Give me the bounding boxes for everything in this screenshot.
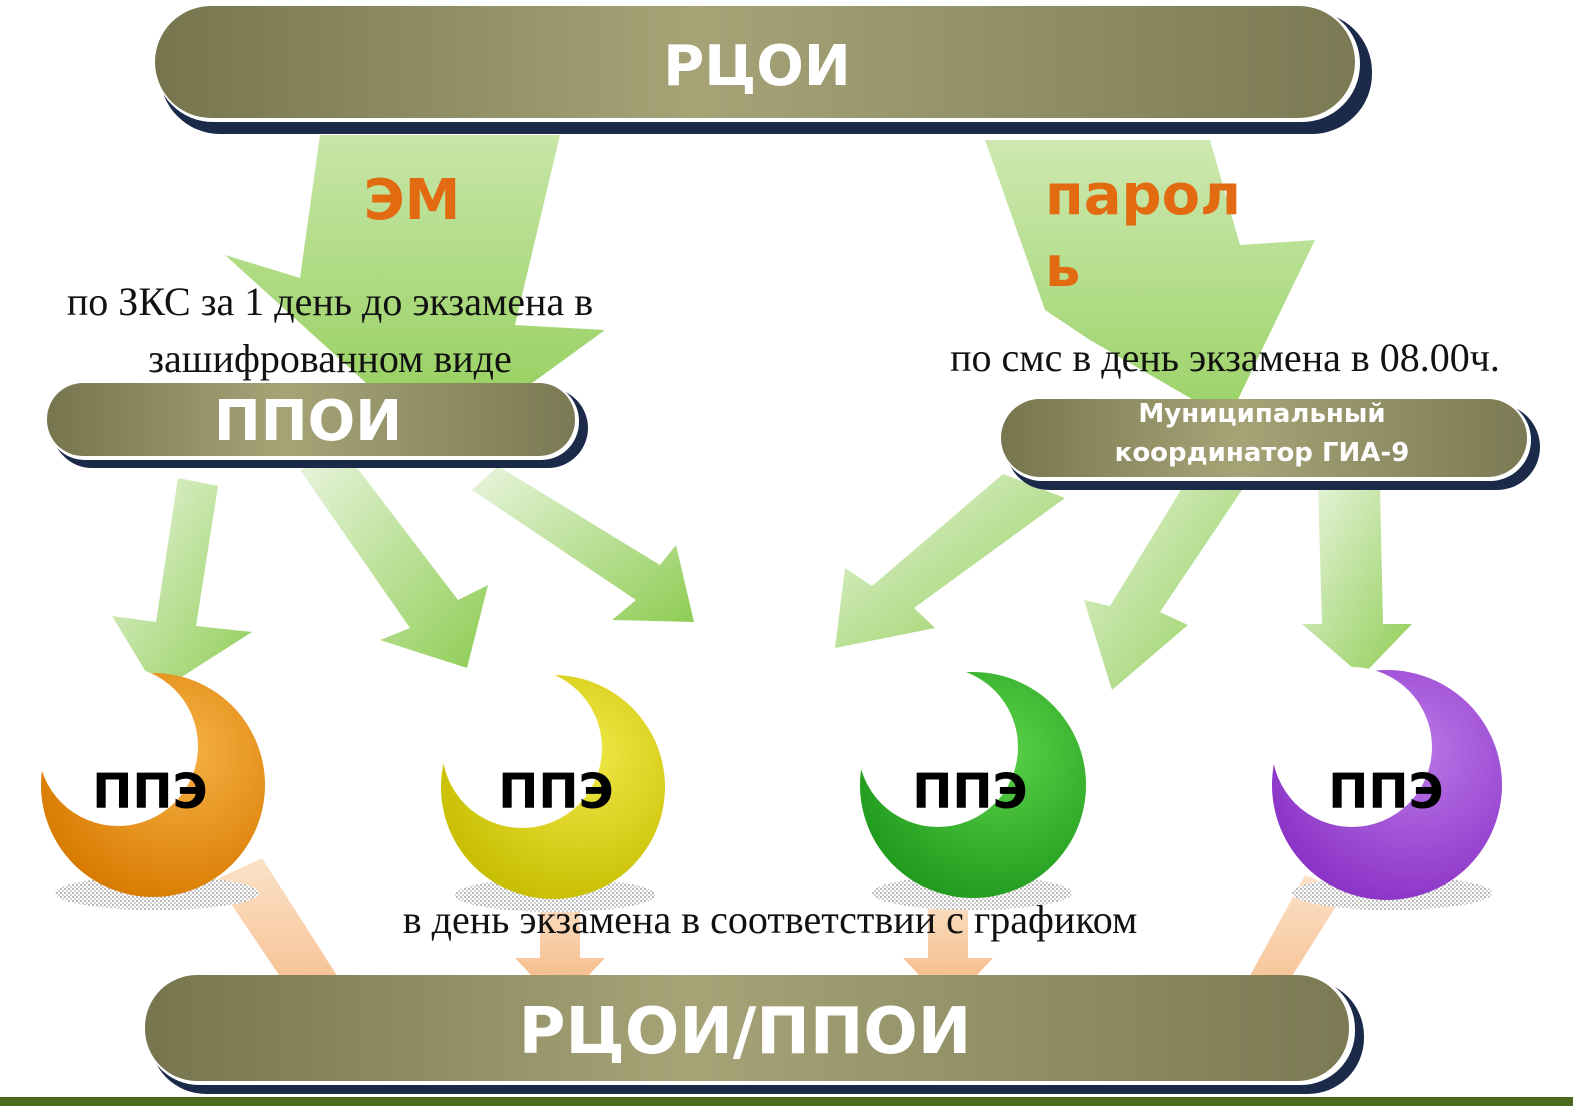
station-1: ППЭ bbox=[38, 666, 265, 910]
top-rcoi-label: РЦОИ bbox=[663, 34, 850, 99]
station-2-label: ППЭ bbox=[498, 764, 614, 820]
top-rcoi-node: РЦОИ bbox=[155, 6, 1372, 134]
em-label: ЭМ bbox=[364, 168, 461, 233]
station-2: ППЭ bbox=[441, 668, 665, 912]
ppoi-to-station3-arrow bbox=[472, 466, 694, 622]
password-label-line2: ь bbox=[1045, 235, 1080, 300]
bottom-decorative-band bbox=[0, 1097, 1573, 1106]
password-arrow bbox=[985, 140, 1315, 420]
em-arrow bbox=[225, 135, 605, 450]
coordinator-label-line1: Муниципальный bbox=[1138, 399, 1385, 429]
return-caption: в день экзамена в соответствии с графико… bbox=[403, 897, 1138, 942]
bottom-rcoi-ppoi-node: РЦОИ/ППОИ bbox=[145, 975, 1364, 1094]
ppoi-label: ППОИ bbox=[214, 389, 402, 454]
password-caption: по смс в день экзамена в 08.00ч. bbox=[950, 335, 1500, 380]
bottom-rcoi-ppoi-label: РЦОИ/ППОИ bbox=[519, 995, 972, 1069]
coordinator-to-station4-arrow bbox=[1302, 488, 1412, 676]
password-label-line1: парол bbox=[1045, 163, 1241, 228]
station-1-highlight bbox=[38, 666, 198, 826]
ppoi-to-station1-arrow bbox=[112, 478, 252, 692]
em-caption-line1: по ЗКС за 1 день до экзамена в bbox=[67, 279, 593, 324]
em-caption-line2: зашифрованном виде bbox=[148, 336, 512, 381]
station-3-label: ППЭ bbox=[912, 764, 1028, 820]
coordinator-label-line2: координатор ГИА-9 bbox=[1115, 438, 1410, 468]
station-4-highlight bbox=[1272, 667, 1432, 827]
coordinator-node: Муниципальный координатор ГИА-9 bbox=[1001, 399, 1540, 490]
coordinator-to-station3-arrow bbox=[835, 474, 1065, 648]
station-3-highlight bbox=[858, 667, 1018, 827]
station-3: ППЭ bbox=[858, 667, 1086, 910]
station-4-label: ППЭ bbox=[1328, 764, 1444, 820]
station-4: ППЭ bbox=[1272, 667, 1502, 910]
ppoi-to-station2-arrow bbox=[300, 452, 488, 668]
station-2-highlight bbox=[442, 668, 602, 828]
coordinator-to-station2-arrow bbox=[1084, 462, 1250, 690]
station-1-label: ППЭ bbox=[92, 764, 208, 820]
ppoi-node: ППОИ bbox=[47, 383, 588, 468]
